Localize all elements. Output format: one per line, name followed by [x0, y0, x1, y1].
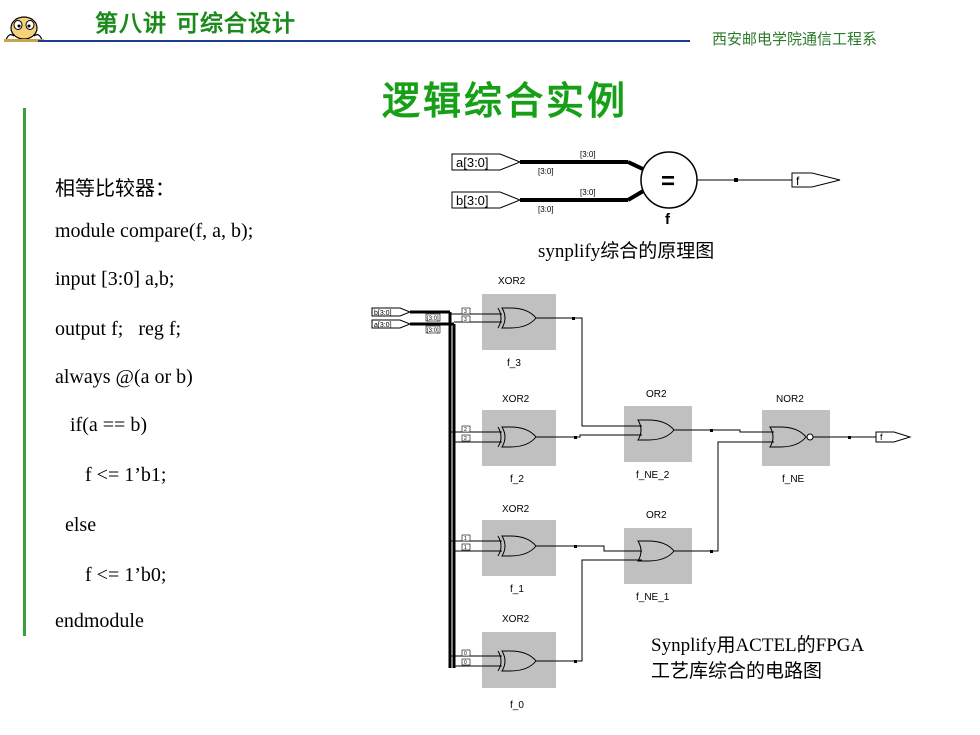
pin-label: 3 [464, 317, 467, 323]
or2-gate-f-ne-2: OR2 f_NE_2 [624, 389, 692, 481]
input-port-b [371, 307, 412, 317]
interconnect-wires [536, 317, 876, 662]
code-line: f <= 1’b0; [55, 564, 167, 586]
pin-label: 0 [464, 651, 467, 657]
pin-label: 3 [464, 309, 467, 315]
rtl-schematic: a[3:0] [3:0] [3:0] b[3:0] [3:0] [3:0] = … [451, 150, 841, 228]
code-line: module compare(f, a, b); [55, 220, 254, 242]
gate-schematic-caption-2: 工艺库综合的电路图 [651, 661, 823, 682]
gate-instance-name: f_0 [510, 700, 524, 711]
bus-a-range: [3:0] [580, 150, 596, 159]
gate-level-schematic: b[3:0] a[3:0] [3:0] [3:0] XOR2 f_3 3 3 X… [371, 276, 912, 711]
code-line: f <= 1’b1; [55, 464, 167, 486]
gate-instance-name: f_3 [507, 358, 521, 369]
comparator-instance-name: f [665, 211, 671, 228]
code-heading: 相等比较器： [55, 178, 175, 200]
in-a-range: [3:0] [427, 328, 439, 334]
gate-type-label: XOR2 [502, 614, 530, 625]
input-port-a-label: a[3:0] [374, 322, 392, 329]
school-name: 西安邮电学院通信工程系 [712, 30, 878, 48]
gate-type-label: XOR2 [502, 394, 530, 405]
input-port-b-label: b[3:0] [456, 193, 489, 208]
output-port-f-label: f [880, 432, 883, 442]
input-port-a [371, 319, 412, 329]
gate-type-label: XOR2 [498, 276, 526, 287]
gate-schematic-caption-1: Synplify用ACTEL的FPGA [651, 635, 865, 656]
comparator-symbol: = [661, 168, 675, 195]
bus-b-range2: [3:0] [538, 205, 554, 214]
gate-instance-name: f_NE_2 [636, 470, 670, 481]
bus-a-range2: [3:0] [538, 167, 554, 176]
output-port-f-label: f [796, 174, 800, 188]
or2-gate-f-ne-1: OR2 f_NE_1 [624, 510, 692, 603]
output-port-f [791, 172, 841, 188]
gate-type-label: NOR2 [776, 394, 804, 405]
gate-type-label: OR2 [646, 389, 667, 400]
slide-title: 逻辑综合实例 [381, 79, 628, 123]
input-port-a-label: a[3:0] [456, 155, 489, 170]
gate-type-label: OR2 [646, 510, 667, 521]
input-port-b-label: b[3:0] [374, 310, 392, 317]
code-line: always @(a or b) [55, 366, 193, 388]
left-accent-bar [23, 108, 26, 636]
xor2-gate-f0: XOR2 f_0 [482, 614, 556, 711]
output-port-f [875, 431, 912, 443]
code-line: output f; reg f; [55, 318, 182, 340]
lecture-title: 第八讲 可综合设计 [95, 11, 297, 37]
pin-label: 1 [464, 536, 467, 542]
pin-label: 0 [464, 660, 467, 666]
gate-instance-name: f_NE [782, 474, 805, 485]
in-b-range: [3:0] [427, 316, 439, 322]
gate-instance-name: f_NE_1 [636, 592, 670, 603]
pin-label: 2 [464, 427, 467, 433]
input-port-a [451, 153, 522, 171]
input-port-b [451, 191, 522, 209]
gate-instance-name: f_2 [510, 474, 524, 485]
code-line: else [55, 514, 97, 536]
code-line: endmodule [55, 610, 144, 632]
code-line: if(a == b) [55, 414, 147, 436]
pin-label: 1 [464, 545, 467, 551]
header-divider [38, 40, 690, 42]
pin-label: 2 [464, 436, 467, 442]
bus-b-range: [3:0] [580, 188, 596, 197]
code-line: input [3:0] a,b; [55, 268, 175, 290]
gate-instance-name: f_1 [510, 584, 524, 595]
xor2-gate-f1: XOR2 f_1 [482, 504, 556, 595]
gate-type-label: XOR2 [502, 504, 530, 515]
mascot-logo [4, 16, 44, 42]
rtl-schematic-caption: synplify综合的原理图 [538, 241, 715, 262]
wire-junctions [572, 317, 851, 663]
nor2-gate-f-ne: NOR2 f_NE [762, 394, 830, 485]
xor2-gate-f2: XOR2 f_2 [482, 394, 556, 485]
